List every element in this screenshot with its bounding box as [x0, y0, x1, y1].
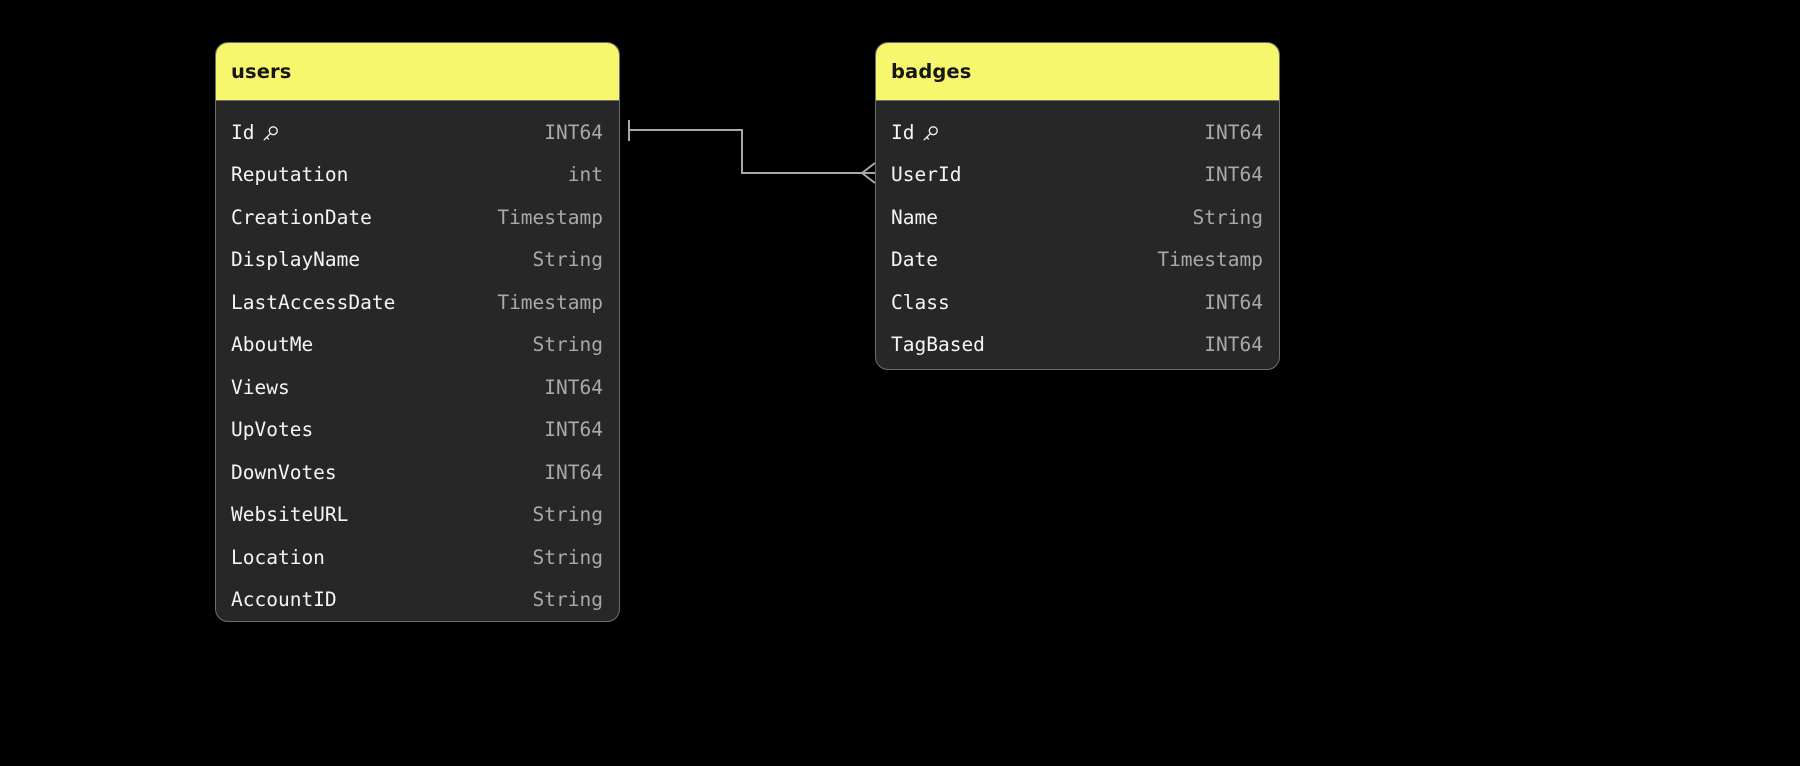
- field-row[interactable]: TagBased INT64: [876, 324, 1279, 367]
- field-type-label: int: [567, 163, 603, 187]
- field-name-cell: WebsiteURL: [231, 503, 348, 526]
- field-name-label: UpVotes: [231, 418, 314, 442]
- field-type-label: String: [532, 503, 603, 527]
- field-row[interactable]: CreationDate Timestamp: [216, 196, 619, 239]
- field-type-label: String: [532, 333, 603, 357]
- field-name-cell: Name: [891, 206, 938, 229]
- field-name-label: Id: [231, 120, 255, 144]
- key-icon: [921, 124, 940, 143]
- field-row[interactable]: Id INT64: [216, 111, 619, 154]
- field-name-label: Class: [891, 290, 950, 314]
- field-type-label: String: [532, 545, 603, 569]
- field-name-cell: DownVotes: [231, 461, 337, 484]
- field-row[interactable]: Date Timestamp: [876, 239, 1279, 282]
- field-type-label: INT64: [1204, 290, 1263, 314]
- entity-title: users: [231, 60, 292, 83]
- entity-header-users[interactable]: users: [216, 43, 619, 101]
- field-type-label: INT64: [1204, 333, 1263, 357]
- field-name-cell: AccountID: [231, 588, 337, 611]
- cardinality-many-marker: [861, 162, 876, 184]
- field-type-label: INT64: [1204, 120, 1263, 144]
- field-name-label: AccountID: [231, 588, 337, 612]
- field-name-cell: Location: [231, 546, 325, 569]
- field-name-label: CreationDate: [231, 205, 372, 229]
- field-name-label: Id: [891, 120, 915, 144]
- field-row[interactable]: WebsiteURL String: [216, 494, 619, 537]
- field-name-cell: Reputation: [231, 163, 348, 186]
- field-name-label: Views: [231, 375, 290, 399]
- field-row[interactable]: Views INT64: [216, 366, 619, 409]
- field-name-label: DownVotes: [231, 460, 337, 484]
- field-name-label: Name: [891, 205, 938, 229]
- field-name-label: Reputation: [231, 163, 349, 187]
- field-name-cell: Views: [231, 376, 290, 399]
- field-name-label: Location: [231, 545, 325, 569]
- field-type-label: Timestamp: [497, 205, 603, 229]
- key-icon: [261, 124, 280, 143]
- field-name-label: UserId: [891, 163, 962, 187]
- field-row[interactable]: AboutMe String: [216, 324, 619, 367]
- field-type-label: Timestamp: [1157, 248, 1263, 272]
- field-name-cell: CreationDate: [231, 206, 372, 229]
- field-name-cell: AboutMe: [231, 333, 313, 356]
- field-row[interactable]: Name String: [876, 196, 1279, 239]
- field-name-label: AboutMe: [231, 333, 314, 357]
- relationship-users-badges[interactable]: [628, 120, 876, 184]
- field-row[interactable]: Class INT64: [876, 281, 1279, 324]
- field-row[interactable]: DownVotes INT64: [216, 451, 619, 494]
- field-name-label: Date: [891, 248, 938, 272]
- field-type-label: INT64: [544, 120, 603, 144]
- field-row[interactable]: DisplayName String: [216, 239, 619, 282]
- field-name-cell: UserId: [891, 163, 961, 186]
- field-name-label: TagBased: [891, 333, 985, 357]
- field-row[interactable]: LastAccessDate Timestamp: [216, 281, 619, 324]
- field-type-label: String: [1192, 205, 1263, 229]
- field-name-cell: Id: [231, 121, 280, 144]
- field-row[interactable]: UpVotes INT64: [216, 409, 619, 452]
- field-name-label: WebsiteURL: [231, 503, 349, 527]
- field-name-cell: TagBased: [891, 333, 985, 356]
- field-name-cell: Class: [891, 291, 950, 314]
- field-row[interactable]: Location String: [216, 536, 619, 579]
- field-type-label: String: [532, 248, 603, 272]
- field-type-label: Timestamp: [497, 290, 603, 314]
- field-name-cell: Id: [891, 121, 940, 144]
- entity-header-badges[interactable]: badges: [876, 43, 1279, 101]
- field-row[interactable]: UserId INT64: [876, 154, 1279, 197]
- field-row[interactable]: Reputation int: [216, 154, 619, 197]
- connector-path: [629, 129, 866, 174]
- field-type-label: String: [532, 588, 603, 612]
- field-name-cell: UpVotes: [231, 418, 313, 441]
- field-type-label: INT64: [544, 375, 603, 399]
- field-type-label: INT64: [544, 460, 603, 484]
- field-row[interactable]: Id INT64: [876, 111, 1279, 154]
- field-name-cell: DisplayName: [231, 248, 360, 271]
- field-row[interactable]: AccountID String: [216, 579, 619, 622]
- field-type-label: INT64: [1204, 163, 1263, 187]
- field-name-cell: Date: [891, 248, 938, 271]
- field-name-label: DisplayName: [231, 248, 361, 272]
- entity-title: badges: [891, 60, 972, 83]
- field-name-label: LastAccessDate: [231, 290, 396, 314]
- field-name-cell: LastAccessDate: [231, 291, 395, 314]
- field-type-label: INT64: [544, 418, 603, 442]
